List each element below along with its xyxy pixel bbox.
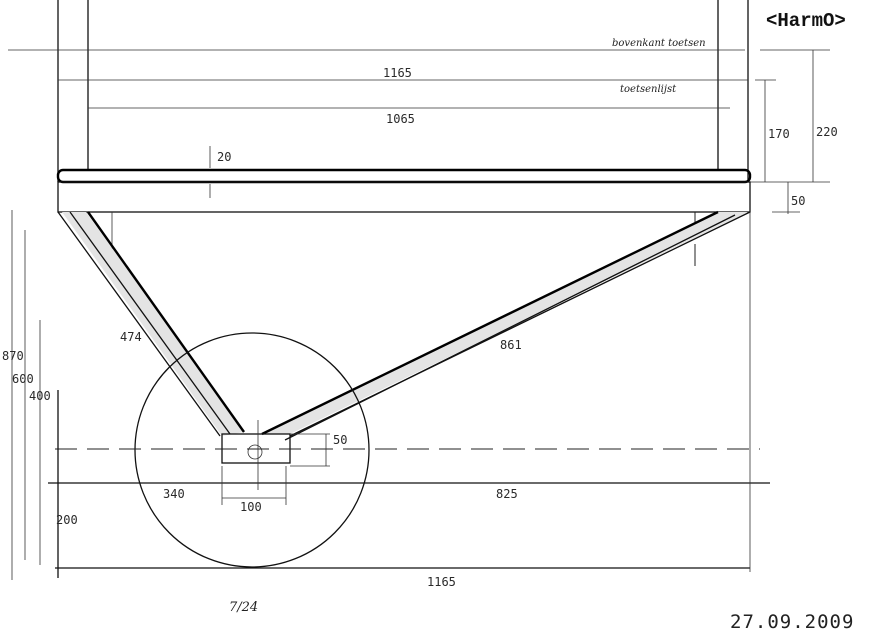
dim-height-rail: 170 xyxy=(768,127,790,141)
dim-right-offset: 825 xyxy=(496,487,518,501)
beam xyxy=(57,181,751,213)
dim-height-400: 400 xyxy=(29,389,51,403)
dim-beam-height: 50 xyxy=(791,194,805,208)
page-ref: 7/24 xyxy=(229,600,258,615)
dim-rail-thickness: 20 xyxy=(217,150,231,164)
dim-right-strut: 861 xyxy=(500,338,522,352)
label-top-of-keys: bovenkant toetsen xyxy=(612,38,706,49)
logo: <HarmO> xyxy=(766,10,846,32)
top-dimension-lines xyxy=(8,49,830,214)
frame-uprights xyxy=(57,0,749,182)
dim-width-outer: 1165 xyxy=(383,66,412,80)
left-strut xyxy=(57,211,245,437)
dim-left-offset: 340 xyxy=(163,487,185,501)
dim-axle-height: 200 xyxy=(56,513,78,527)
dim-width-inner: 1065 xyxy=(386,112,415,126)
wheel xyxy=(134,332,370,568)
dim-block-width: 100 xyxy=(240,500,262,514)
dim-bottom-width: 1165 xyxy=(427,575,456,589)
label-key-rail: toetsenlijst xyxy=(620,84,677,95)
right-strut xyxy=(261,210,751,441)
dim-left-strut: 474 xyxy=(120,330,142,344)
key-rail xyxy=(56,168,752,184)
dim-height-keys: 220 xyxy=(816,125,838,139)
axle xyxy=(247,444,263,460)
dim-height-600: 600 xyxy=(12,372,34,386)
dim-total-height: 870 xyxy=(2,349,24,363)
date: 27.09.2009 xyxy=(730,611,854,633)
dim-block-height: 50 xyxy=(333,433,347,447)
